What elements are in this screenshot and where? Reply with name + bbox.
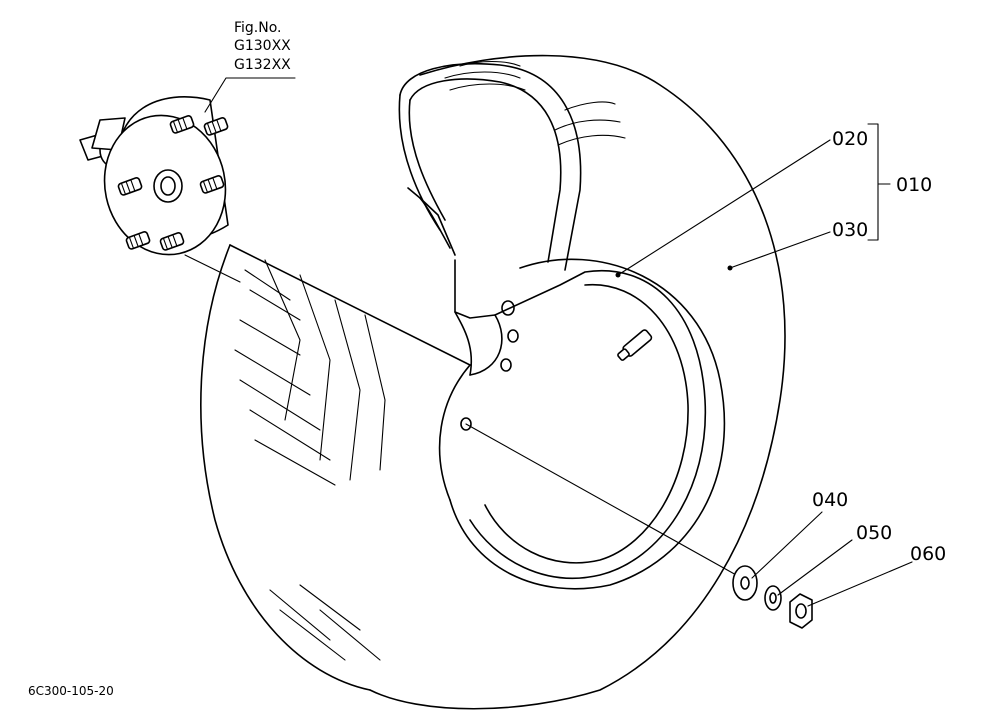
hub-studs	[117, 115, 229, 251]
rim	[407, 187, 707, 579]
lock-washer-050	[764, 585, 782, 611]
nut-060	[789, 593, 813, 629]
model-g132xx: G132XX	[234, 57, 291, 73]
part-label-040: 040	[812, 489, 849, 511]
part-label-060: 060	[910, 543, 947, 565]
part-label-050: 050	[856, 522, 893, 544]
leader-060	[807, 561, 913, 607]
hub-center-line	[184, 254, 241, 283]
leader-020-dot	[615, 272, 621, 278]
stud-axis-line	[465, 423, 739, 577]
drawing-code: 6C300-105-20	[28, 684, 114, 698]
leader-050	[777, 539, 853, 596]
tire	[200, 54, 786, 710]
model-g130xx: G130XX	[234, 38, 291, 54]
leader-040	[751, 511, 823, 579]
fig-label-leader	[204, 77, 296, 113]
bracket-010	[867, 123, 891, 241]
wheel-hub	[79, 96, 229, 256]
fig-no-label: Fig.No.	[234, 20, 282, 36]
part-label-030: 030	[832, 219, 869, 241]
part-label-020: 020	[832, 128, 869, 150]
leader-030	[729, 231, 831, 269]
part-label-010: 010	[896, 174, 933, 196]
leader-030-dot	[727, 265, 733, 271]
washer-040	[732, 565, 758, 601]
leader-020	[617, 139, 831, 276]
